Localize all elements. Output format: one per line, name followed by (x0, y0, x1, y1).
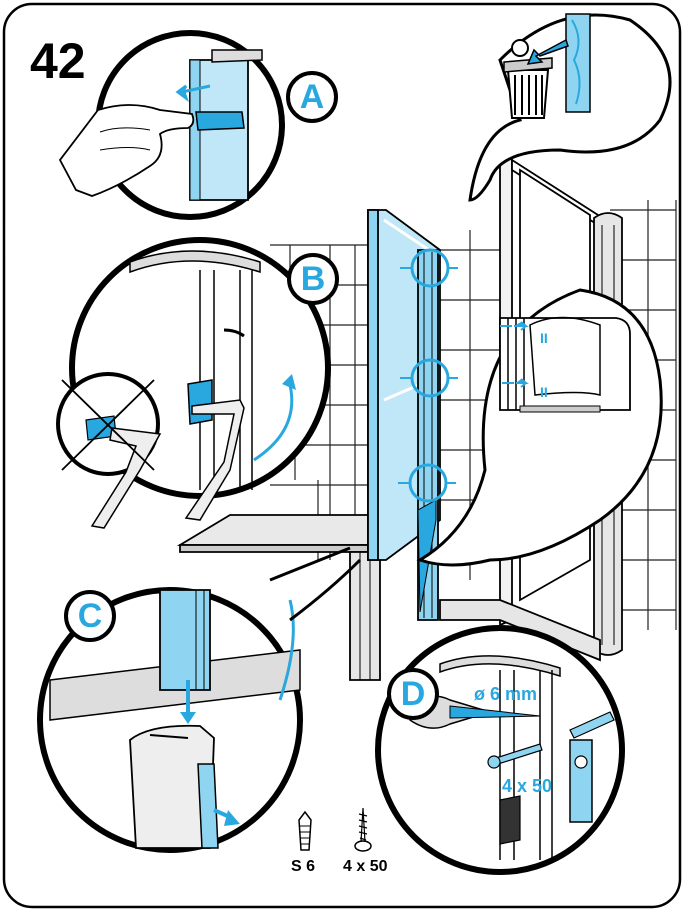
gap-mark-top: II (540, 330, 548, 346)
detail-b-label: B (287, 253, 339, 305)
screw-size-label: 4 x 50 (343, 858, 387, 876)
detail-d-label: D (387, 668, 439, 720)
step-number: 42 (30, 32, 86, 90)
detail-d (378, 628, 622, 872)
detail-screw-size-label: 4 x 50 (502, 776, 552, 797)
detail-c-label: C (64, 590, 116, 642)
detail-a-label: A (286, 71, 338, 123)
screw-icon (350, 806, 376, 856)
wall-plug-icon (293, 810, 317, 854)
plug-size-label: S 6 (291, 858, 315, 876)
gap-mark-bottom: II (540, 384, 548, 400)
drill-size-label: ø 6 mm (474, 684, 537, 705)
